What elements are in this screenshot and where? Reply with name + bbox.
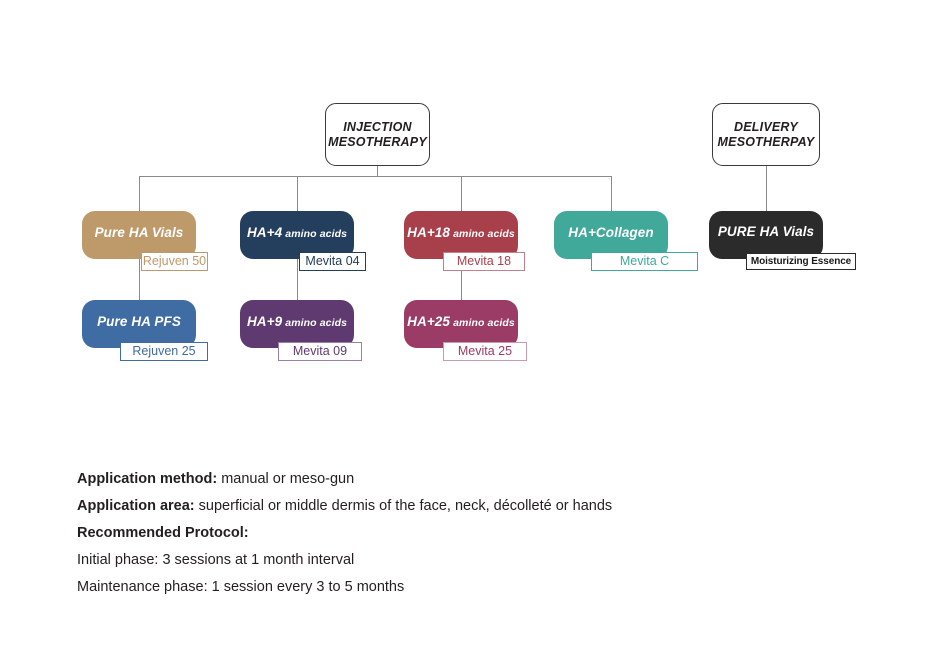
note-label: Application area: (77, 498, 195, 514)
node-ha-25-amino-acids-label: HA+25 amino acids (407, 314, 515, 335)
node-subtitle: amino acids (453, 316, 515, 329)
note-maintenance-phase: Maintenance phase: 1 session every 3 to … (77, 574, 897, 601)
tag-label: Rejuven 50 (142, 254, 207, 269)
node-subtitle: amino acids (453, 227, 515, 240)
tag-label: Mevita 04 (305, 254, 360, 269)
tag-label: Mevita C (619, 254, 670, 269)
root-node-injection-mesotherapy[interactable]: INJECTION MESOTHERAPY (325, 103, 430, 166)
tag-rejuven-25[interactable]: Rejuven 25 (120, 342, 208, 361)
node-ha-18-amino-acids[interactable]: HA+18 amino acids (404, 211, 518, 259)
node-ha-18-amino-acids-label: HA+18 amino acids (407, 225, 515, 246)
connector-root-stem (377, 166, 378, 176)
connector-pure-ha-vials-to-pfs (139, 258, 140, 300)
connector-delivery-stem (766, 166, 767, 212)
node-title: PURE HA Vials (717, 224, 815, 239)
connector-drop-ha-18 (461, 176, 462, 212)
connector-drop-ha-collagen (611, 176, 612, 212)
connector-horizontal-bus (139, 176, 612, 177)
node-pure-ha-vials-delivery-label: PURE HA Vials (718, 224, 814, 246)
node-pure-ha-vials-delivery[interactable]: PURE HA Vials (709, 211, 823, 259)
node-ha-9-amino-acids[interactable]: HA+9 amino acids (240, 300, 354, 348)
node-ha-9-amino-acids-label: HA+9 amino acids (247, 314, 347, 335)
node-pure-ha-pfs[interactable]: Pure HA PFS (82, 300, 196, 348)
note-application-area: Application area: superficial or middle … (77, 493, 897, 520)
node-title: Pure HA Vials (94, 224, 184, 240)
tag-mevita-25[interactable]: Mevita 25 (443, 342, 527, 361)
node-ha-4-amino-acids-label: HA+4 amino acids (247, 225, 347, 246)
note-label: Application method: (77, 471, 218, 487)
note-application-method: Application method: manual or meso-gun (77, 466, 897, 493)
note-value: manual or meso-gun (217, 471, 355, 487)
note-initial-phase: Initial phase: 3 sessions at 1 month int… (77, 547, 897, 574)
tag-label: Mevita 18 (456, 254, 512, 269)
node-pure-ha-vials[interactable]: Pure HA Vials (82, 211, 196, 259)
node-subtitle: amino acids (285, 316, 348, 329)
root-node-delivery-mesotherpay[interactable]: DELIVERY MESOTHERPAY (712, 103, 820, 166)
connector-ha18-to-ha25 (461, 258, 462, 300)
tag-label: Rejuven 25 (132, 344, 196, 359)
node-title: HA+Collagen (568, 224, 654, 240)
connector-drop-ha-4 (297, 176, 298, 212)
node-pure-ha-pfs-label: Pure HA PFS (97, 314, 181, 335)
tag-label: Mevita 09 (292, 344, 348, 359)
note-recommended-protocol: Recommended Protocol: (77, 520, 897, 547)
node-ha-25-amino-acids[interactable]: HA+25 amino acids (404, 300, 518, 348)
note-value: Initial phase: 3 sessions at 1 month int… (77, 552, 355, 568)
node-title: HA+25 (407, 313, 451, 329)
tag-rejuven-50[interactable]: Rejuven 50 (141, 252, 208, 271)
tag-label: Mevita 25 (457, 344, 513, 359)
tag-mevita-c[interactable]: Mevita C (591, 252, 698, 271)
node-subtitle: amino acids (285, 227, 348, 240)
note-value: Maintenance phase: 1 session every 3 to … (77, 579, 405, 595)
tag-moisturizing-essence[interactable]: Moisturizing Essence (746, 253, 856, 270)
protocol-notes: Application method: manual or meso-gun A… (77, 466, 897, 601)
tag-mevita-18[interactable]: Mevita 18 (443, 252, 525, 271)
node-title: HA+4 (246, 224, 283, 240)
node-ha-collagen-label: HA+Collagen (568, 225, 654, 246)
node-ha-4-amino-acids[interactable]: HA+4 amino acids (240, 211, 354, 259)
node-pure-ha-vials-label: Pure HA Vials (95, 225, 184, 246)
connector-drop-pure-ha-vials (139, 176, 140, 212)
root-node-delivery-mesotherpay-label: DELIVERY MESOTHERPAY (717, 119, 815, 149)
note-label: Recommended Protocol: (77, 525, 249, 541)
connector-ha4-to-ha9 (297, 258, 298, 300)
tag-label: Moisturizing Essence (750, 255, 852, 267)
root-node-injection-mesotherapy-label: INJECTION MESOTHERAPY (328, 119, 427, 149)
node-ha-collagen[interactable]: HA+Collagen (554, 211, 668, 259)
tag-mevita-09[interactable]: Mevita 09 (278, 342, 362, 361)
tag-mevita-04[interactable]: Mevita 04 (299, 252, 366, 271)
node-title: Pure HA PFS (97, 313, 181, 329)
node-title: HA+18 (407, 224, 451, 240)
node-title: HA+9 (246, 313, 283, 329)
note-value: superficial or middle dermis of the face… (194, 498, 613, 514)
